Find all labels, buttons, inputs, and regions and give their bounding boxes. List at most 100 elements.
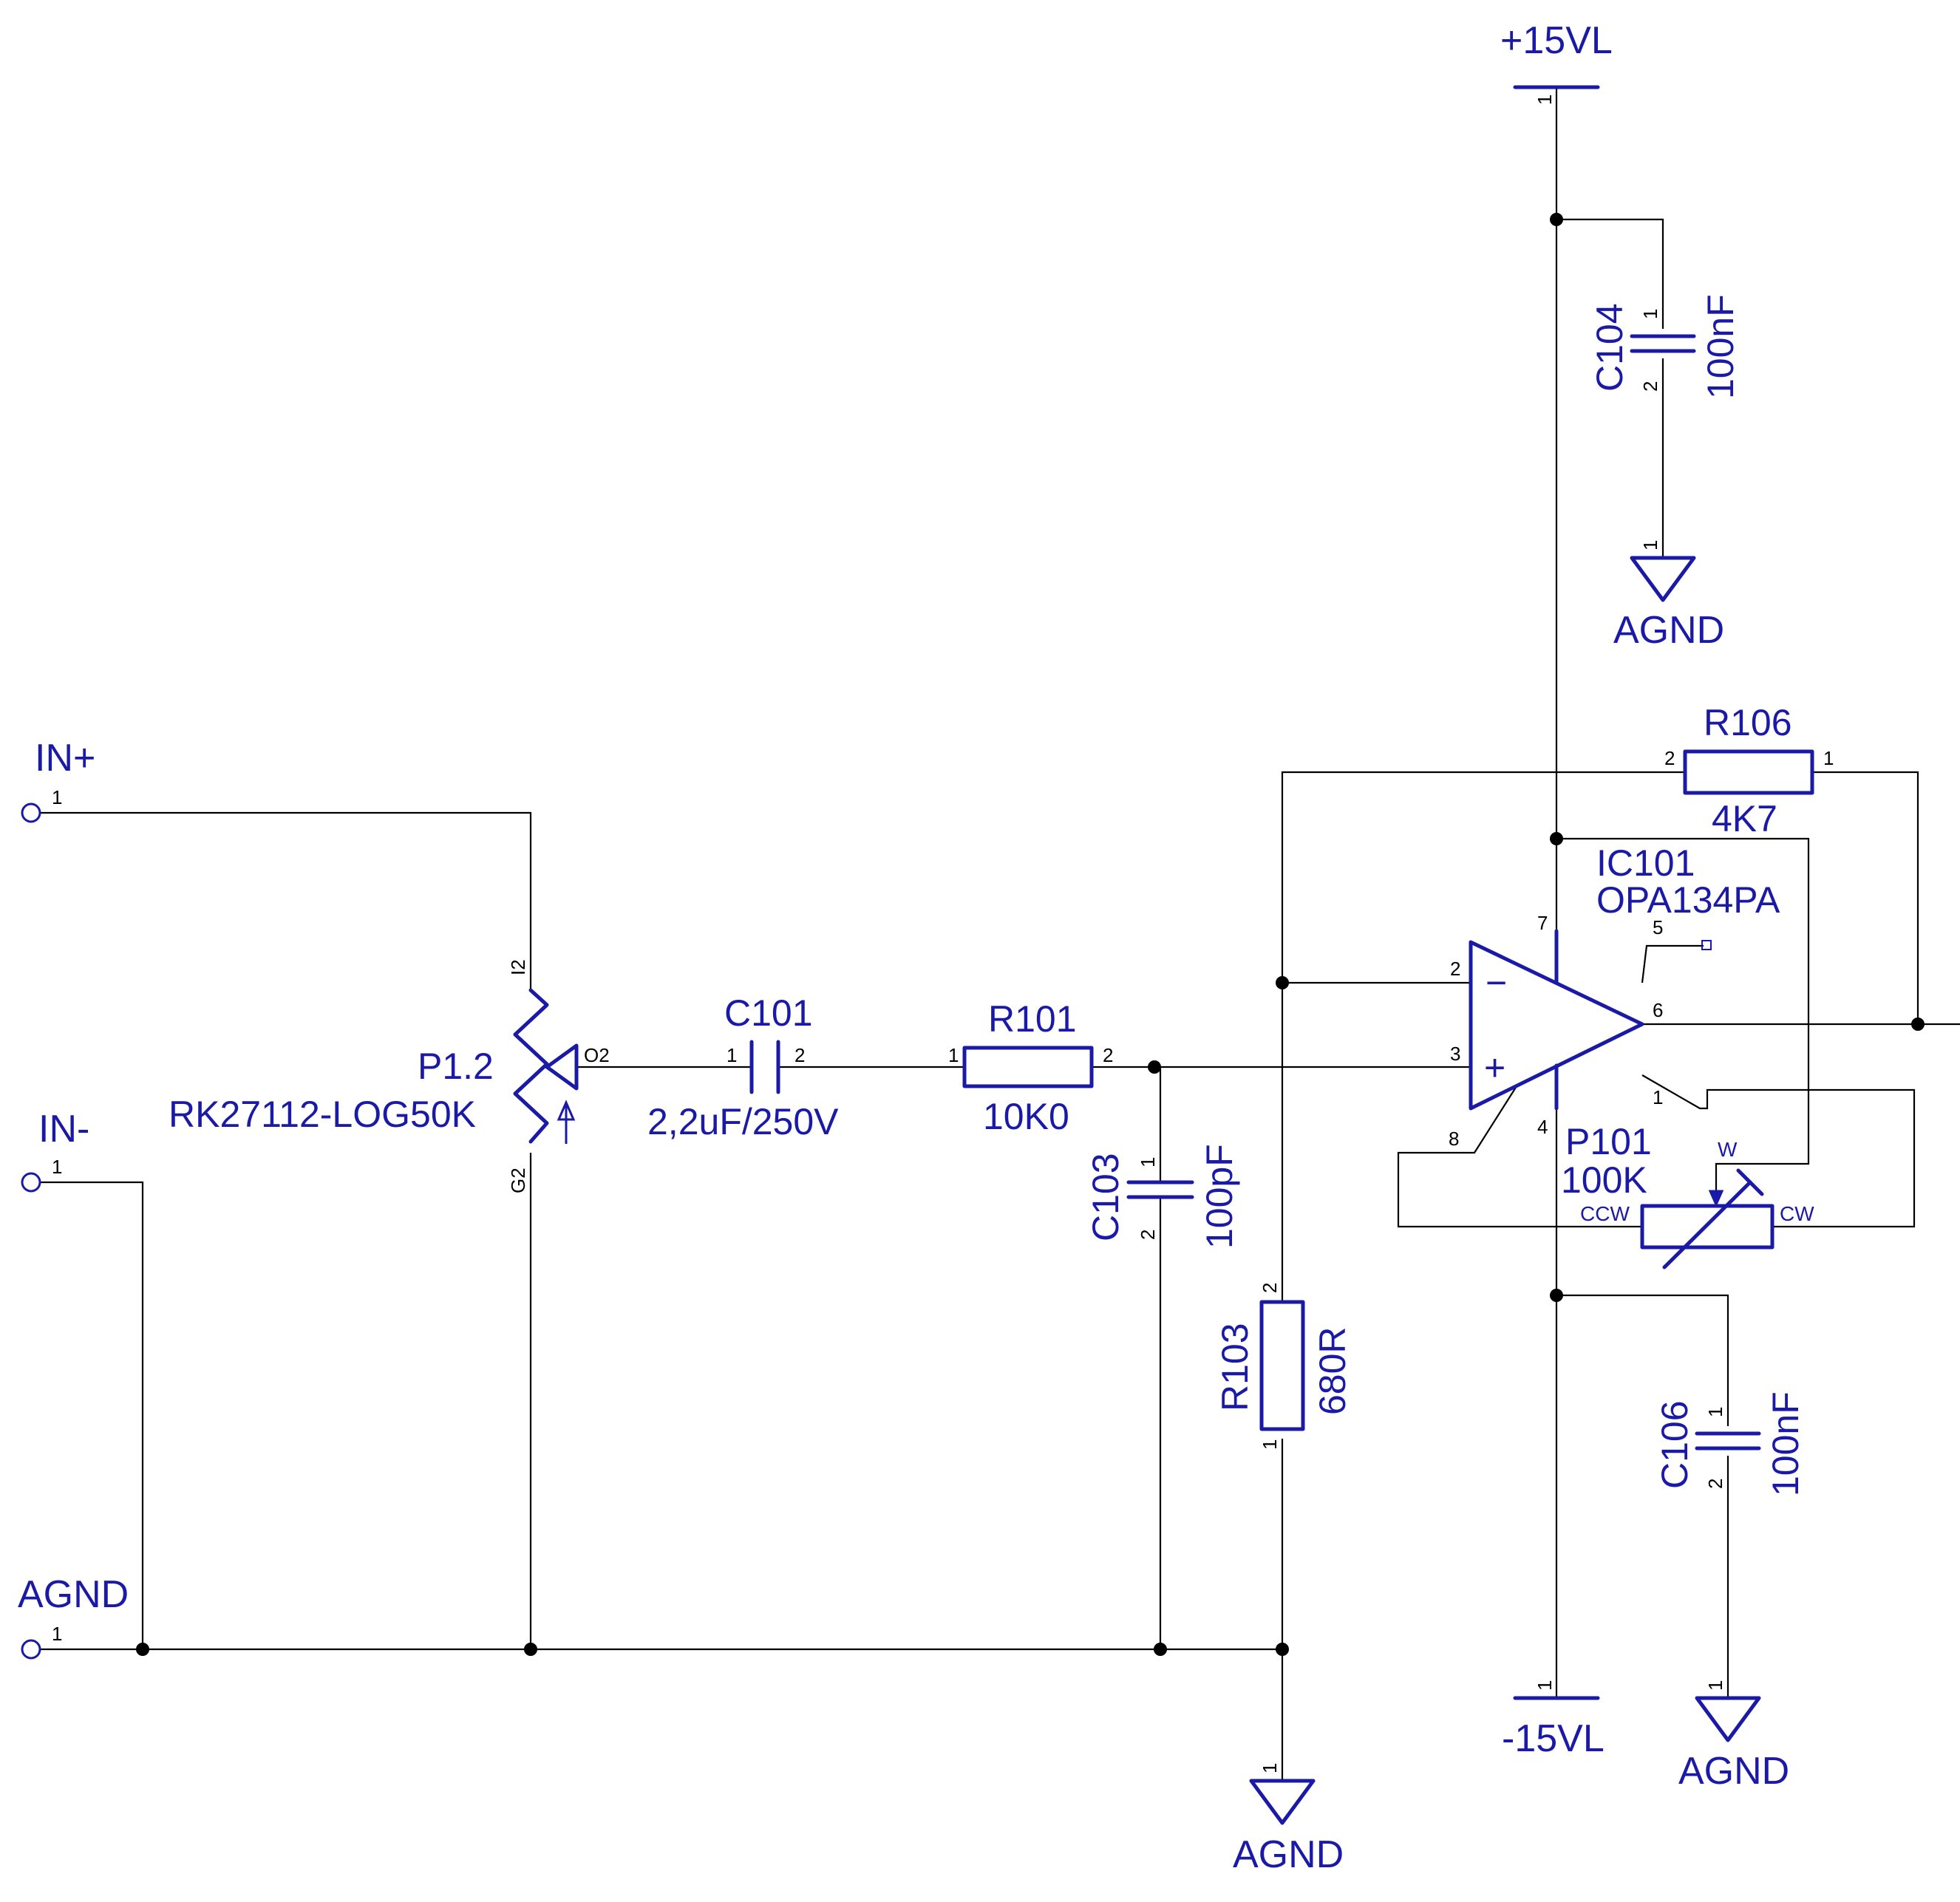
- pin-label: CW: [1780, 1202, 1814, 1225]
- pin-number: 1: [1639, 540, 1661, 551]
- port-agnd[interactable]: AGND 1: [18, 1573, 129, 1660]
- pin-label: O2: [584, 1044, 610, 1066]
- resistor-body-icon: [962, 1046, 1094, 1088]
- resistor-body-icon: [1683, 749, 1814, 795]
- port-in-plus[interactable]: IN+ 1: [21, 737, 95, 823]
- pin-label: G2: [507, 1168, 529, 1193]
- trimmer-body-icon: [1640, 1204, 1774, 1250]
- pin-number: 2: [1639, 381, 1661, 392]
- junction-dot: [1276, 976, 1289, 989]
- log-arrowhead-icon: [557, 1100, 576, 1121]
- component-ref: R103: [1214, 1323, 1256, 1411]
- pin-number: 2: [794, 1044, 805, 1066]
- pin-number: 2: [1259, 1283, 1281, 1293]
- component-value: 100nF: [1700, 294, 1741, 399]
- pin-number: 2: [1704, 1479, 1726, 1489]
- pin-number: 1: [1534, 95, 1556, 105]
- pin-number: 1: [1639, 309, 1661, 319]
- component-ref: P101: [1565, 1121, 1652, 1162]
- net-label: +15VL: [1500, 19, 1613, 62]
- ground-agnd-c106[interactable]: AGND 1: [1678, 1680, 1789, 1793]
- port-in-minus[interactable]: IN- 1: [21, 1108, 89, 1193]
- pin-number: 1: [948, 1044, 959, 1066]
- trimmer-p101[interactable]: P101 100K W CCW CW: [1561, 1121, 1814, 1269]
- resistor-r101[interactable]: R101 10K0 1 2: [948, 998, 1113, 1137]
- junction-dot: [524, 1643, 537, 1656]
- component-ref: C101: [724, 992, 813, 1034]
- component-value: 4K7: [1712, 798, 1777, 839]
- component-ref: IC101: [1596, 842, 1695, 884]
- pin-number: 7: [1537, 912, 1548, 934]
- power-pos-15vl[interactable]: +15VL 1: [1500, 19, 1613, 105]
- component-ref: C103: [1085, 1153, 1126, 1241]
- net-label: AGND: [1678, 1750, 1789, 1793]
- pin-number: 1: [727, 1044, 737, 1066]
- port-connector-icon: [21, 1172, 41, 1193]
- pin-number: 1: [1259, 1439, 1281, 1450]
- port-label: AGND: [18, 1573, 129, 1616]
- junction-dot: [1276, 1643, 1289, 1656]
- ground-agnd-r103[interactable]: AGND 1: [1233, 1763, 1344, 1876]
- component-ref: C104: [1589, 303, 1630, 392]
- junction-dot: [1550, 1289, 1563, 1302]
- resistor-zigzag-icon: [513, 988, 549, 1144]
- ground-agnd-c104[interactable]: AGND 1: [1613, 540, 1724, 652]
- component-ref: R106: [1704, 702, 1792, 743]
- junction-dot: [1148, 1060, 1161, 1074]
- net-label: AGND: [1233, 1833, 1344, 1876]
- pin-number: 1: [1653, 1086, 1663, 1108]
- junction-dot: [1154, 1643, 1167, 1656]
- component-value: 680R: [1312, 1326, 1353, 1415]
- adjust-arrow-tip-icon: [1736, 1168, 1764, 1196]
- opamp-ic101[interactable]: − + IC101 OPA134PA 2 3 7 4 5 6 1 8: [1449, 842, 1780, 1150]
- power-neg-15vl[interactable]: -15VL 1: [1502, 1680, 1605, 1760]
- junction-dot: [1911, 1018, 1925, 1031]
- component-value: 10K0: [983, 1096, 1069, 1137]
- pin-number: 1: [52, 786, 62, 808]
- junctions: [136, 213, 1925, 1656]
- resistor-r106[interactable]: R106 4K7 2 1: [1664, 702, 1834, 839]
- component-ref: R101: [988, 998, 1077, 1040]
- pin-number: 8: [1449, 1128, 1459, 1150]
- pin-number: 1: [1259, 1763, 1281, 1773]
- pin-number: 1: [52, 1156, 62, 1178]
- pin-label: W: [1718, 1138, 1738, 1161]
- component-value: 2,2uF/250V: [647, 1101, 839, 1142]
- capacitor-c101[interactable]: C101 2,2uF/250V 1 2: [647, 992, 839, 1142]
- pin-number: 2: [1450, 958, 1460, 980]
- pin-number: 6: [1653, 999, 1663, 1021]
- pin-number: 2: [1137, 1230, 1159, 1240]
- pin-number: 1: [1704, 1407, 1726, 1417]
- junction-dot: [1550, 832, 1563, 845]
- inverting-sign: −: [1486, 962, 1507, 1003]
- capacitor-c103[interactable]: C103 100pF 1 2: [1085, 1144, 1240, 1249]
- pin-number: 1: [1823, 747, 1834, 769]
- ground-triangle-icon: [1630, 556, 1696, 602]
- pin-number: 2: [1103, 1044, 1113, 1066]
- pin-number: 4: [1537, 1116, 1548, 1138]
- noninverting-sign: +: [1484, 1047, 1505, 1088]
- component-value: 100nF: [1765, 1391, 1806, 1496]
- potentiometer-p1-2[interactable]: P1.2 RK27112-LOG50K I2 G2 O2: [169, 959, 610, 1193]
- ground-triangle-icon: [1249, 1779, 1316, 1825]
- resistor-r103[interactable]: R103 680R 2 1: [1214, 1283, 1353, 1450]
- port-label: IN+: [35, 737, 95, 780]
- junction-dot: [136, 1643, 149, 1656]
- pin-number: 3: [1450, 1043, 1460, 1065]
- net-label: -15VL: [1502, 1717, 1605, 1760]
- capacitor-c106[interactable]: C106 100nF 1 2: [1654, 1391, 1806, 1496]
- resistor-body-icon: [1259, 1300, 1305, 1431]
- capacitor-c104[interactable]: C104 100nF 1 2: [1589, 294, 1741, 399]
- pin-number: 5: [1653, 916, 1663, 938]
- pin-label: CCW: [1580, 1202, 1630, 1225]
- port-connector-icon: [21, 802, 41, 823]
- component-ref: C106: [1654, 1400, 1695, 1489]
- adjust-arrow-icon: [1662, 1180, 1752, 1269]
- pin-number: 2: [1664, 747, 1675, 769]
- wiper-arrowhead-icon: [1708, 1190, 1724, 1207]
- junction-dot: [1550, 213, 1563, 226]
- wires: [41, 87, 1960, 1781]
- component-value: OPA134PA: [1596, 879, 1780, 921]
- ground-triangle-icon: [1695, 1696, 1761, 1742]
- pin-number: 1: [52, 1623, 62, 1645]
